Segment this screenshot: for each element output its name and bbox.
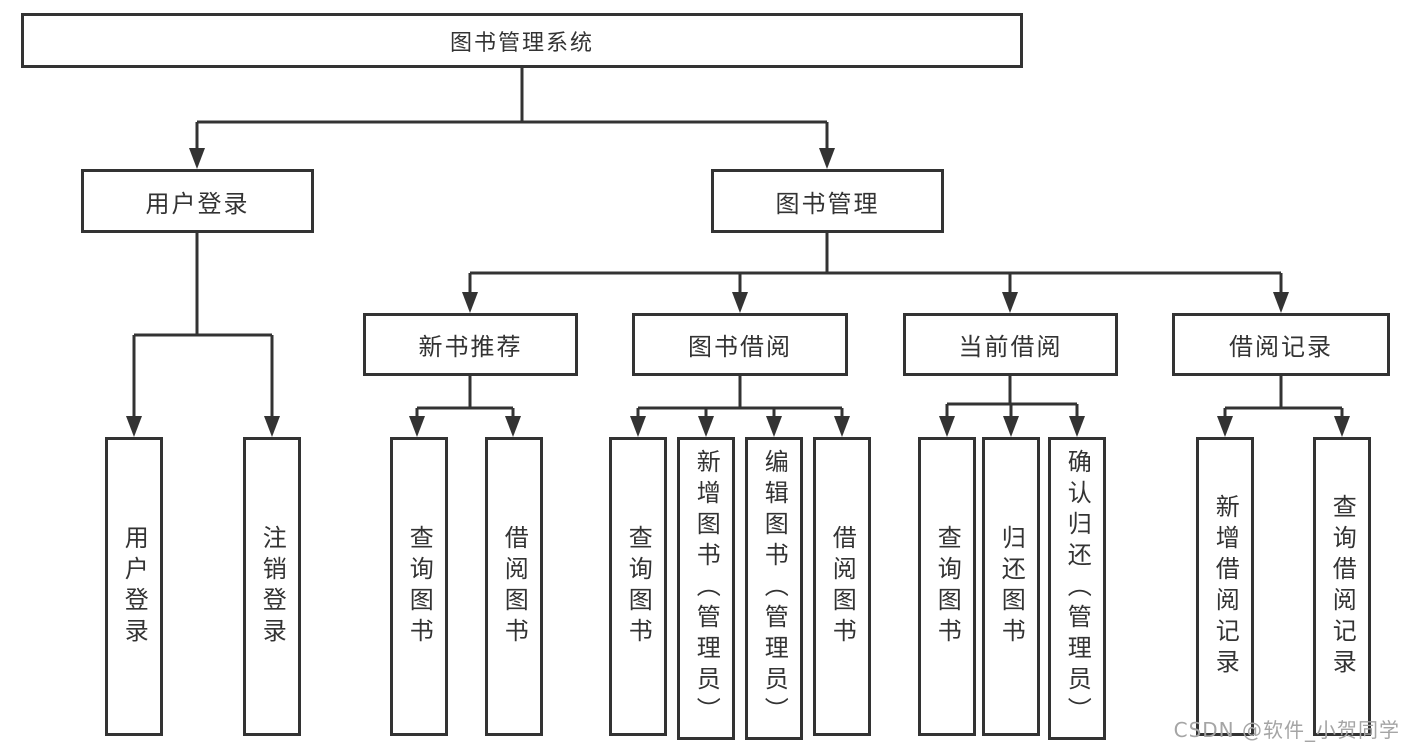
arrowhead-icon [126,416,142,437]
flowchart-node-book-management: 图书管理 [711,169,944,233]
node-label-leaf-add-borrow-record: 新增借阅记录 [1211,493,1240,680]
node-label-leaf-query-books-c: 查询图书 [933,524,962,649]
node-label-leaf-confirm-return-admin: 确认归还（管理员） [1063,449,1092,728]
flowchart-node-new-book-recommend: 新书推荐 [363,313,578,376]
flowchart-node-leaf-logout: 注销登录 [243,437,301,736]
arrowhead-icon [505,416,521,437]
node-label-leaf-borrow-books-a: 借阅图书 [500,524,529,649]
flowchart-node-leaf-add-borrow-record: 新增借阅记录 [1196,437,1254,736]
arrowhead-icon [264,416,280,437]
node-label-current-borrowing: 当前借阅 [958,333,1063,361]
node-label-leaf-user-login: 用户登录 [120,524,149,649]
flowchart-node-book-borrowing: 图书借阅 [632,313,848,376]
node-label-leaf-query-books-b: 查询图书 [624,524,653,649]
flowchart-node-leaf-query-books-b: 查询图书 [609,437,667,736]
flowchart-node-leaf-query-books-c: 查询图书 [918,437,976,736]
flowchart-node-leaf-query-borrow-record: 查询借阅记录 [1313,437,1371,736]
flowchart-node-root: 图书管理系统 [21,13,1023,68]
arrowhead-icon [834,416,850,437]
node-label-leaf-edit-books-admin: 编辑图书（管理员） [760,449,789,728]
arrowhead-icon [766,416,782,437]
arrowhead-icon [462,292,478,313]
node-label-book-borrowing: 图书借阅 [688,333,792,361]
arrowhead-icon [1069,416,1085,437]
node-label-borrowing-records: 借阅记录 [1229,333,1333,361]
flowchart-node-leaf-query-books-a: 查询图书 [390,437,448,736]
flowchart-node-leaf-edit-books-admin: 编辑图书（管理员） [745,437,803,740]
flowchart-node-leaf-add-books-admin: 新增图书（管理员） [677,437,735,740]
arrowhead-icon [819,148,835,169]
flowchart-node-leaf-borrow-books-a: 借阅图书 [485,437,543,736]
node-label-leaf-add-books-admin: 新增图书（管理员） [692,449,721,728]
arrowhead-icon [939,416,955,437]
arrowhead-icon [409,416,425,437]
arrowhead-icon [698,416,714,437]
arrowhead-icon [732,292,748,313]
flowchart-node-leaf-return-books: 归还图书 [982,437,1040,736]
node-label-leaf-logout: 注销登录 [258,524,287,649]
node-label-leaf-borrow-books-b: 借阅图书 [828,524,857,649]
flowchart-node-leaf-borrow-books-b: 借阅图书 [813,437,871,736]
csdn-watermark: CSDN @软件_小贺同学 [1173,718,1400,742]
node-label-leaf-return-books: 归还图书 [997,524,1026,649]
node-label-leaf-query-borrow-record: 查询借阅记录 [1328,493,1357,680]
arrowhead-icon [189,148,205,169]
arrowhead-icon [1217,416,1233,437]
flowchart-node-current-borrowing: 当前借阅 [903,313,1118,376]
node-label-user-login: 用户登录 [145,189,250,218]
node-label-new-book-recommend: 新书推荐 [418,333,523,361]
flowchart-node-user-login: 用户登录 [81,169,314,233]
arrowhead-icon [630,416,646,437]
node-label-root: 图书管理系统 [449,30,594,56]
flowchart-node-leaf-user-login: 用户登录 [105,437,163,736]
arrowhead-icon [1273,292,1289,313]
arrowhead-icon [1334,416,1350,437]
flowchart-node-borrowing-records: 借阅记录 [1172,313,1390,376]
node-label-book-management: 图书管理 [775,189,880,218]
arrowhead-icon [1003,416,1019,437]
node-label-leaf-query-books-a: 查询图书 [405,524,434,649]
flowchart-node-leaf-confirm-return-admin: 确认归还（管理员） [1048,437,1106,740]
arrowhead-icon [1002,292,1018,313]
